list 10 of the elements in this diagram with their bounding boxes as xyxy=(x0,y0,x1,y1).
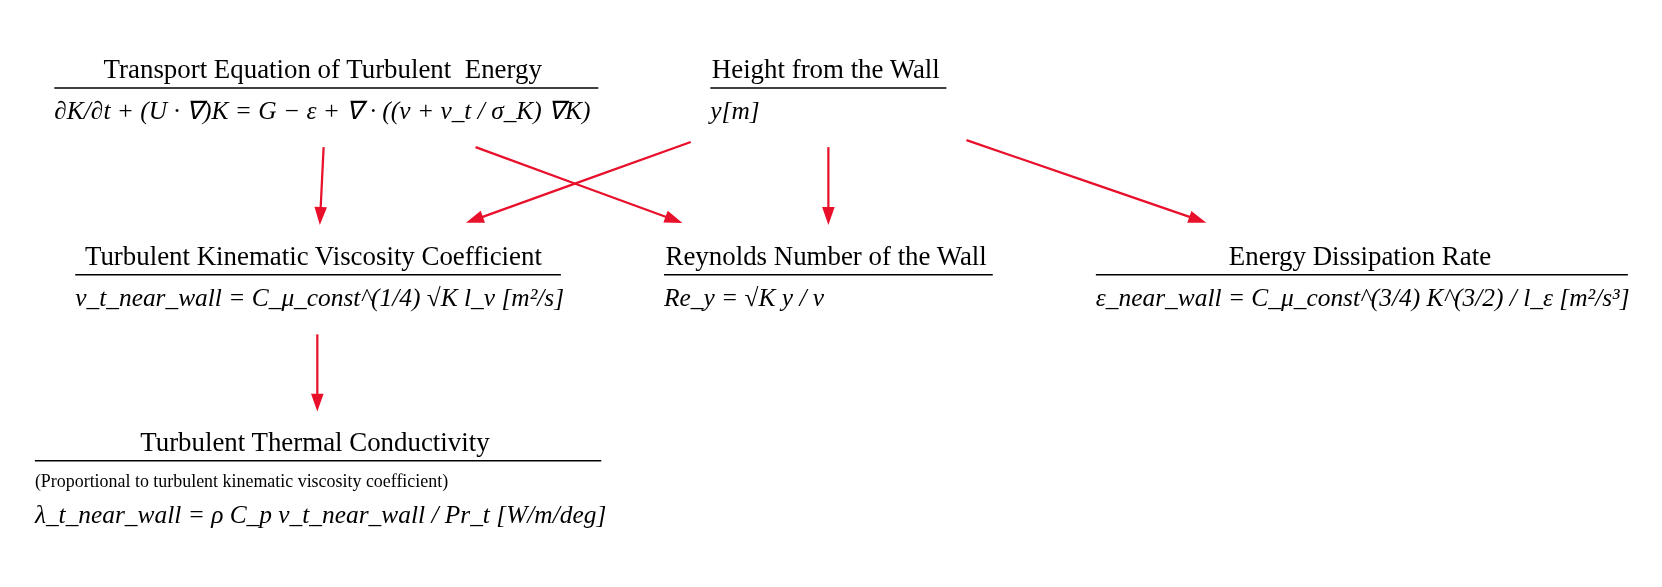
node-text: Height from the Wall y[m] xyxy=(710,54,940,124)
arrow xyxy=(311,334,324,412)
node-text: Reynolds Number of the Wall Re_y = √K y / ν xyxy=(664,240,987,311)
node-text: Energy Dissipation Rate ε_near_wall = C_μ_const^(3/4) K^(3/2) / l_ε [m²/s³] xyxy=(1095,240,1630,311)
node-text: Transport Equation of Turbulent Energy ∂K/∂t + (U · ∇)K = G − ε + ∇ · ((ν + ν_t / σ_K) ∇K) xyxy=(54,54,591,124)
node-text: Turbulent Thermal Conductivity (Proportional to turbulent kinematic viscosity coefficient) λ_t_near_wall = ρ C_p ν_t_near_wall / Pr_t [W/m/deg] xyxy=(34,427,607,529)
arrow xyxy=(822,147,835,225)
node-text: Turbulent Kinematic Viscosity Coefficient ν_t_near_wall = C_μ_const^(1/4) √K l_ν [m²/s] xyxy=(75,240,565,311)
arrow xyxy=(314,147,327,225)
arrow xyxy=(966,139,1207,223)
